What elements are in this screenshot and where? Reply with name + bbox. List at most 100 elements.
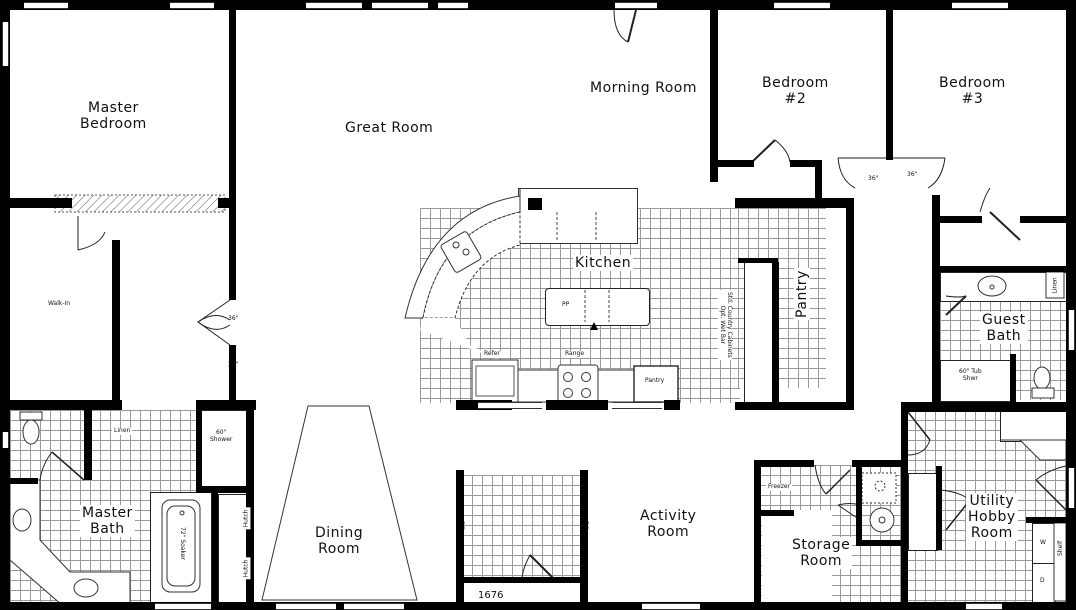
window <box>1068 310 1075 350</box>
exterior-wall-right <box>1066 0 1076 610</box>
label-shelf: Shelf <box>1057 540 1065 556</box>
wall-toilet-bottom <box>0 478 38 484</box>
wall-toilet-right <box>84 410 92 480</box>
wall-washer-top <box>1026 517 1066 523</box>
foyer-closet <box>462 582 582 604</box>
window <box>2 22 9 66</box>
wall-guest-tub <box>1010 354 1016 402</box>
window <box>372 2 428 9</box>
wall-mech-bottom <box>860 540 908 546</box>
foyer-tile-floor <box>462 475 582 580</box>
wall-bed2-closet-top-r <box>790 160 822 167</box>
window <box>612 402 662 409</box>
guest-toilet-icon <box>1031 366 1055 399</box>
window <box>615 2 657 9</box>
exterior-wall-top <box>0 0 1076 10</box>
wall-bed2-closet-top <box>718 160 754 167</box>
wall-pantry-right <box>846 198 854 410</box>
room-label-bedroom-3: Bedroom #3 <box>937 75 1008 108</box>
window <box>24 2 68 9</box>
bedroom3-closet <box>940 228 1066 268</box>
wall-hall-bed3 <box>932 195 940 410</box>
label-linen-guest: Linen <box>1051 277 1059 294</box>
label-range: Range <box>563 350 587 358</box>
label-refer: Refer <box>482 350 502 358</box>
wall-bed2-bed3 <box>886 0 893 160</box>
window <box>478 402 542 409</box>
dim-door-36-hall-1: 36" <box>868 175 879 182</box>
hutch-cabinets <box>218 494 248 604</box>
wall-bed3-closet-top <box>940 216 982 223</box>
room-label-storage-room: Storage Room <box>790 537 853 570</box>
wall-utility-left <box>901 402 908 605</box>
wall-master-great-lower <box>229 345 236 405</box>
wall-storage-left <box>754 460 761 605</box>
wall-storage-top-r <box>852 460 904 467</box>
window <box>170 2 214 9</box>
window <box>306 2 362 9</box>
wall-master-bedroom-pier <box>218 198 232 208</box>
room-label-master-bath: Master Bath <box>80 505 135 538</box>
wall-pantry-inner-top <box>738 258 778 263</box>
label-washer: W <box>1038 539 1048 547</box>
window <box>2 432 9 448</box>
label-island-pp: PP <box>560 301 572 309</box>
wall-shower-right <box>246 400 254 605</box>
wall-foyer-left <box>456 470 464 605</box>
exterior-wall-left <box>0 0 10 610</box>
wall-guest-bath-bottom <box>902 402 1076 412</box>
sink-icon <box>12 508 99 598</box>
label-dryer: D <box>1038 577 1047 585</box>
master-shower <box>200 410 248 490</box>
dim-door-36-great-2: 36" <box>228 361 239 368</box>
room-label-activity-room: Activity Room <box>638 508 699 541</box>
wall-freezer-bottom <box>754 510 794 516</box>
wall-foyer-bottom <box>456 577 586 583</box>
wall-hutch-left <box>212 490 218 605</box>
window <box>966 603 1002 610</box>
wall-kitchen-pantry-bottom <box>735 402 854 410</box>
wall-kitchen-bottom-mid <box>546 400 608 410</box>
room-label-walk-in: Walk-In <box>48 300 71 307</box>
room-label-bedroom-2: Bedroom #2 <box>760 75 831 108</box>
wall-bath-top <box>0 400 122 410</box>
wall-storage-top <box>754 460 814 467</box>
room-label-master-bedroom: Master Bedroom <box>78 100 149 133</box>
range-icon <box>557 364 599 404</box>
wall-bath-top-right <box>196 400 256 410</box>
window <box>438 2 468 9</box>
wall-utility-closet-r <box>936 466 942 550</box>
label-guest-tub: 60" Tub Shwr <box>957 368 984 383</box>
window <box>344 603 404 610</box>
label-hutch-1: Hutch <box>242 507 251 530</box>
window <box>642 603 700 610</box>
wall-walk-in-right <box>112 240 120 405</box>
dim-door-36-hall-2: 36" <box>907 171 918 178</box>
room-label-dining-room: Dining Room <box>315 525 364 558</box>
room-label-morning-room: Morning Room <box>588 80 699 97</box>
window <box>774 2 830 9</box>
toilet-icon <box>19 411 43 445</box>
room-label-kitchen: Kitchen <box>573 255 634 272</box>
label-cabinets-note: Std. Country Cabinets Opt. Wet Bar <box>718 289 733 360</box>
label-freezer: Freezer <box>766 483 793 491</box>
label-soaker-tub: 72" Soaker <box>178 526 186 560</box>
label-hutch-2: Hutch <box>242 557 251 580</box>
cabinet-wall-counter <box>744 262 776 404</box>
room-label-great-room: Great Room <box>343 120 436 137</box>
window <box>1068 468 1075 508</box>
model-number: 1676 <box>478 590 504 601</box>
wall-mech-left <box>856 460 862 546</box>
window <box>276 603 336 610</box>
wall-bed2-closet-right <box>815 160 822 202</box>
label-kitchen-pantry: Pantry <box>643 377 667 385</box>
window <box>155 603 211 610</box>
room-label-guest-bath: Guest Bath <box>980 312 1028 345</box>
kitchen-upper-counter <box>518 188 638 244</box>
walk-in-closet-floor <box>12 210 112 400</box>
kitchen-sink-icon <box>440 231 482 273</box>
wall-shower-left <box>196 400 202 490</box>
label-master-shower: 60" Shower <box>208 429 235 444</box>
room-label-pantry: Pantry <box>793 268 810 320</box>
